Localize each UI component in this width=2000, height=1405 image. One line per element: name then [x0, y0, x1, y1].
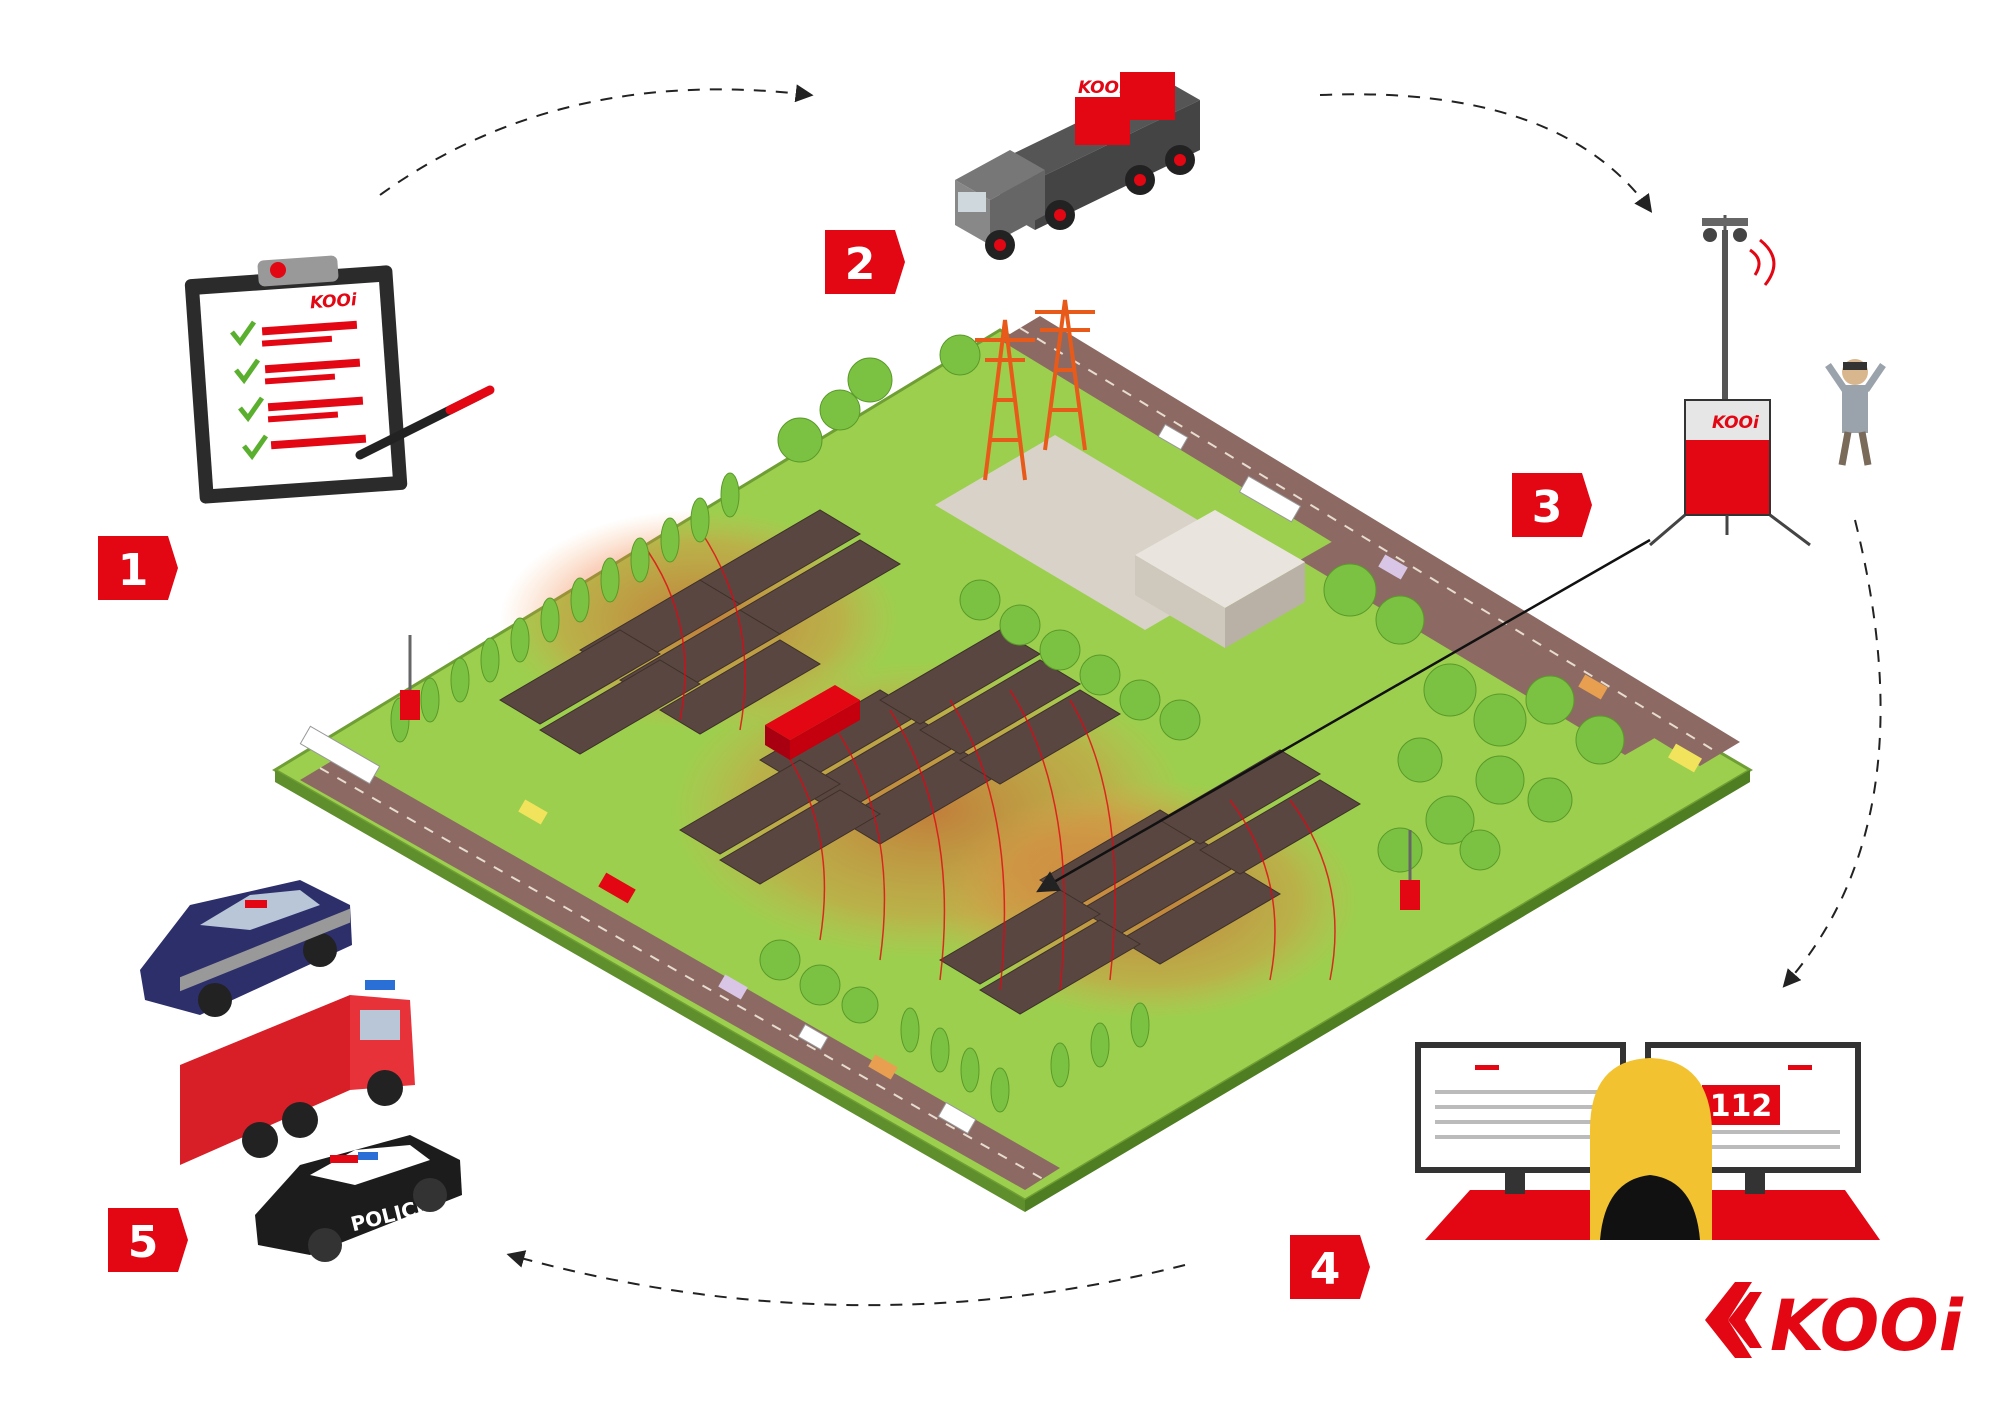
fire-truck [180, 908, 415, 1165]
step-5-emergency-vehicles: POLICE [140, 880, 462, 1262]
tree-row-back [777, 334, 1201, 741]
signal-icon [1749, 238, 1776, 286]
site-mobile-tower-left [400, 635, 420, 720]
arrow-4-to-5 [506, 1250, 1186, 1307]
road-front-left [300, 756, 1060, 1190]
intruder-figure [1825, 359, 1886, 466]
solar-panel-field [499, 509, 1361, 1015]
step-badge-3: 3 [1512, 473, 1592, 537]
substation-building [1135, 510, 1305, 608]
tree-row-front [759, 939, 1150, 1113]
power-pylons [975, 299, 1095, 481]
check-icons [230, 320, 269, 461]
svg-text:3: 3 [1532, 482, 1563, 533]
camera-icon [1703, 228, 1717, 242]
step-badge-4: 4 [1290, 1235, 1370, 1299]
svg-text:4: 4 [1310, 1244, 1341, 1295]
svg-text:5: 5 [128, 1217, 159, 1268]
step-1-clipboard: KOOi [184, 255, 495, 504]
kooi-logo: KOOi [1705, 1282, 1964, 1367]
cycle-arrows [379, 84, 1882, 1307]
step-2-delivery-truck: KOOi [955, 50, 1200, 260]
step-4-monitoring-station: 112 [1415, 1042, 1880, 1240]
emergency-number-box [1702, 1085, 1780, 1125]
tree-cluster-right [1323, 563, 1625, 873]
site-mobile-tower-right [1400, 830, 1420, 910]
svg-text:2: 2 [845, 239, 876, 290]
truck-crate-logo: KOOi [1078, 78, 1126, 98]
tower-logo: KOOi [1712, 413, 1760, 433]
emergency-number: 112 [1710, 1089, 1773, 1124]
pen-icon [355, 385, 495, 460]
svg-text:1: 1 [118, 545, 149, 596]
arrow-3-to-4 [1782, 519, 1882, 988]
site-intruder-truck [765, 685, 860, 760]
step-badge-2: 2 [825, 230, 905, 294]
arrow-1-to-2 [379, 84, 814, 196]
step-badge-5: 5 [108, 1208, 188, 1272]
step-badge-1: 1 [98, 536, 178, 600]
isometric-site [272, 299, 1753, 1212]
clipboard-logo: KOOi [309, 290, 358, 313]
step-3-surveillance-tower: KOOi [1649, 215, 1811, 547]
arrow-2-to-3 [1319, 93, 1653, 213]
road-vehicles [299, 423, 1702, 1135]
blue-police-car [140, 880, 352, 1017]
checklist [261, 320, 367, 450]
detection-pointer-arrow [1036, 538, 1651, 893]
black-police-car: POLICE [255, 1135, 462, 1262]
kooi-logo-mark [1705, 1282, 1752, 1358]
kooi-logo-text: KOOi [1770, 1285, 1964, 1367]
